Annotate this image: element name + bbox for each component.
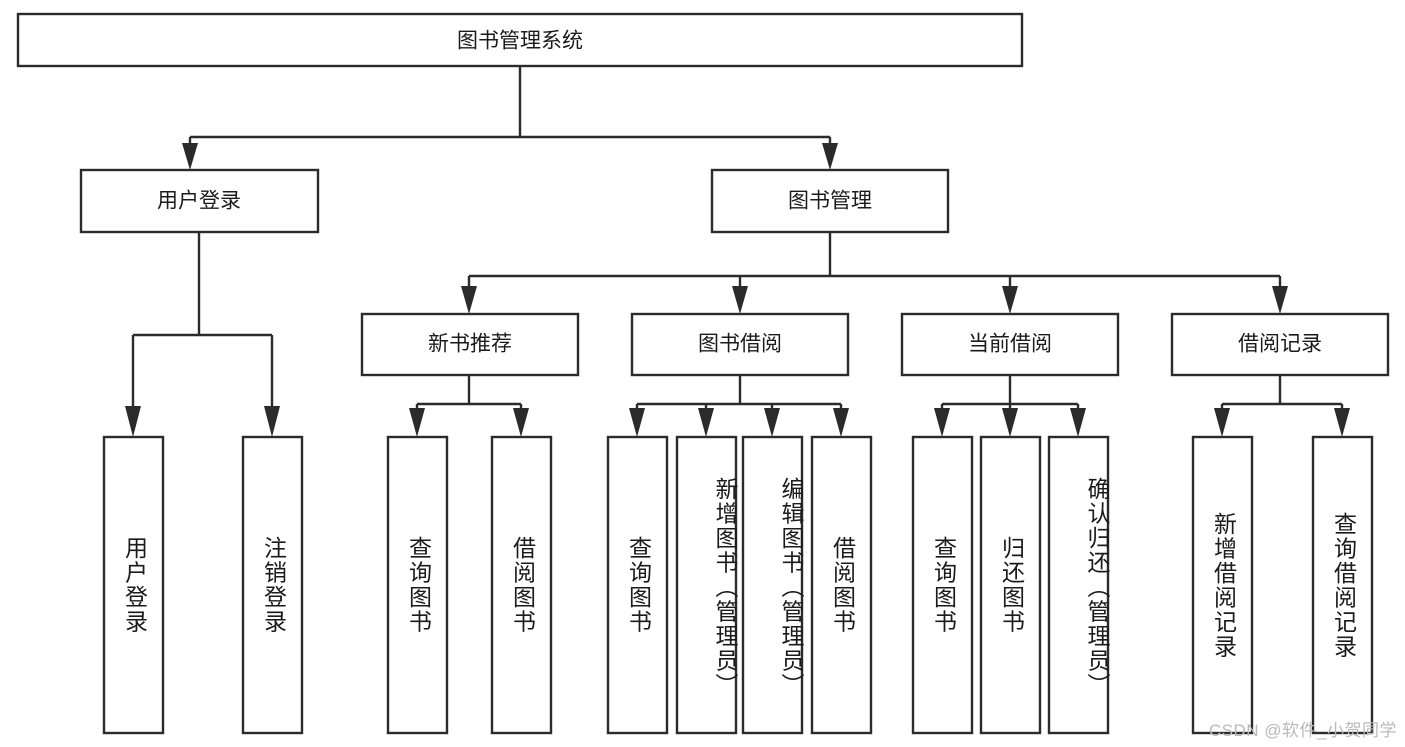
- node-book-borrow[interactable]: 图书借阅: [630, 312, 850, 377]
- node-new-book-recommend-label: 新书推荐: [428, 333, 512, 356]
- node-borrow-record-box[interactable]: [1170, 312, 1390, 377]
- leaf-box-nb-borrow-book[interactable]: [490, 435, 553, 735]
- connector-group-newbook-children: [409, 375, 529, 437]
- arrow-to-leaf-user-login: [125, 406, 141, 437]
- node-book-manage-label: 图书管理: [788, 190, 872, 213]
- arrow-to-br-leaf-2: [1334, 408, 1350, 437]
- node-book-borrow-label: 图书借阅: [698, 333, 782, 356]
- connector-group-borrowrecord-children: [1214, 375, 1350, 437]
- leaf-box-cb-return-book[interactable]: [979, 435, 1042, 735]
- watermark-text: CSDN @软件_小贺同学: [1208, 721, 1397, 740]
- node-root-box[interactable]: [16, 12, 1024, 68]
- node-borrow-record[interactable]: 借阅记录: [1170, 312, 1390, 377]
- leaf-box-bb-add-book[interactable]: [675, 435, 738, 735]
- leaf-box-bb-query-book[interactable]: [606, 435, 669, 735]
- node-current-borrow-box[interactable]: [900, 312, 1120, 377]
- node-root-label: 图书管理系统: [457, 30, 583, 53]
- arrow-to-new-book: [461, 286, 477, 314]
- node-book-borrow-box[interactable]: [630, 312, 850, 377]
- node-current-borrow[interactable]: 当前借阅: [900, 312, 1120, 377]
- leaf-box-logout[interactable]: [241, 435, 304, 735]
- leaf-box-user-login[interactable]: [102, 435, 165, 735]
- arrow-to-cb-leaf-2: [1002, 408, 1018, 437]
- arrow-to-current-borrow: [1002, 286, 1018, 314]
- node-user-login[interactable]: 用户登录: [79, 168, 320, 234]
- arrow-to-book-manage: [822, 143, 838, 170]
- leaf-box-cb-confirm-return[interactable]: [1047, 435, 1110, 735]
- leaf-box-bb-borrow-book[interactable]: [810, 435, 873, 735]
- leaf-boxes-group: [102, 435, 1374, 735]
- arrow-to-bb-leaf-2: [698, 408, 714, 437]
- arrow-to-borrow-record: [1272, 286, 1288, 314]
- leaf-box-br-query-record[interactable]: [1311, 435, 1374, 735]
- connector-group-userlogin-children: [125, 232, 280, 437]
- arrow-to-cb-leaf-3: [1070, 408, 1086, 437]
- arrow-to-bb-leaf-1: [629, 408, 645, 437]
- arrow-to-br-leaf-1: [1214, 408, 1230, 437]
- node-user-login-box[interactable]: [79, 168, 320, 234]
- arrow-to-bb-leaf-3: [764, 408, 780, 437]
- leaf-box-br-add-record[interactable]: [1191, 435, 1254, 735]
- node-current-borrow-label: 当前借阅: [968, 333, 1052, 356]
- node-new-book-recommend-box[interactable]: [360, 312, 580, 377]
- arrow-to-user-login: [182, 143, 198, 170]
- connector-group-bookmanage-children: [461, 232, 1288, 314]
- node-book-manage-box[interactable]: [710, 168, 950, 234]
- arrow-to-bb-leaf-4: [833, 408, 849, 437]
- arrow-to-cb-leaf-1: [934, 408, 950, 437]
- node-book-manage[interactable]: 图书管理: [710, 168, 950, 234]
- node-user-login-label: 用户登录: [157, 190, 241, 213]
- leaf-box-bb-edit-book[interactable]: [741, 435, 804, 735]
- node-root[interactable]: 图书管理系统: [16, 12, 1024, 68]
- arrow-to-nb-leaf-1: [409, 408, 425, 437]
- arrow-to-leaf-logout: [264, 406, 280, 437]
- arrow-to-nb-leaf-2: [513, 408, 529, 437]
- connector-group-currentborrow-children: [934, 375, 1086, 437]
- arrow-to-book-borrow: [732, 286, 748, 314]
- connector-group-root-to-level2: [182, 66, 838, 170]
- leaf-box-cb-query-book[interactable]: [911, 435, 974, 735]
- node-borrow-record-label: 借阅记录: [1238, 333, 1322, 356]
- node-new-book-recommend[interactable]: 新书推荐: [360, 312, 580, 377]
- connector-group-bookborrow-children: [629, 375, 849, 437]
- leaf-box-nb-query-book[interactable]: [386, 435, 449, 735]
